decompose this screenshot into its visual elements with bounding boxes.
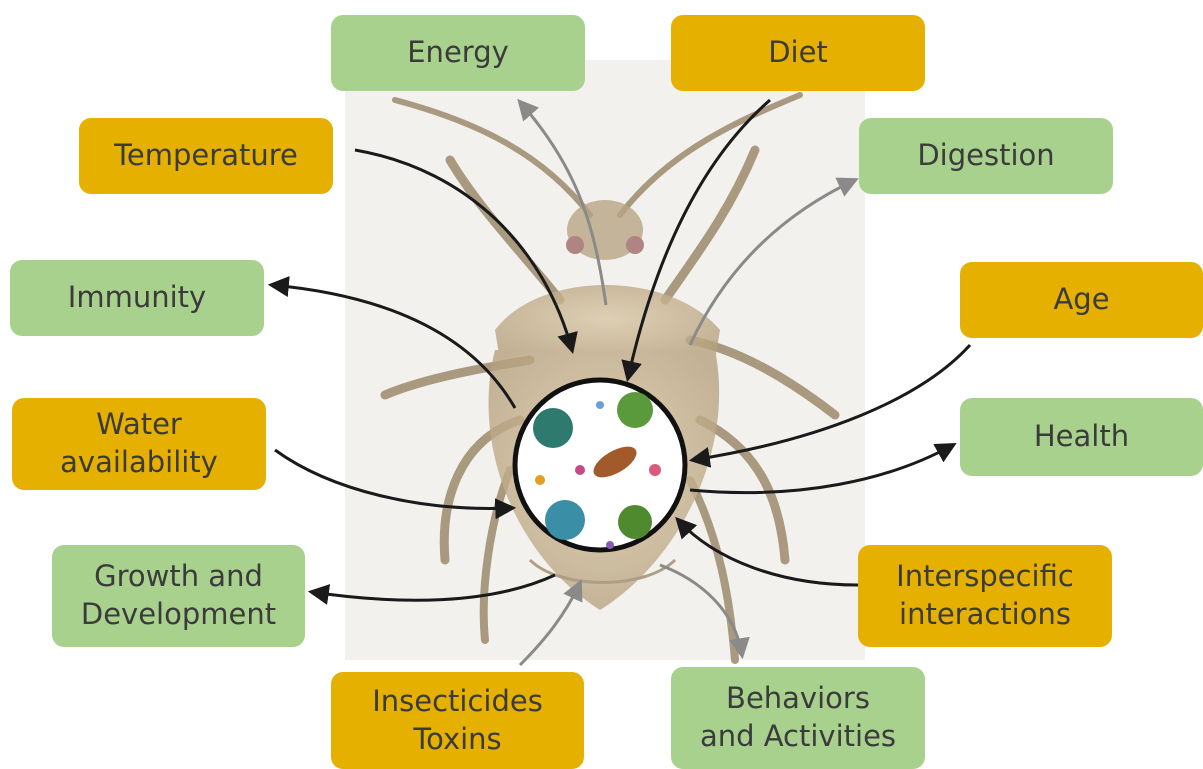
factor-energy: Energy	[331, 15, 585, 91]
factor-digestion-label: Digestion	[917, 137, 1054, 175]
factor-water-label-line1: Water	[60, 406, 218, 444]
factor-growth-development: Growth and Development	[52, 545, 305, 647]
factor-behaviors-activities: Behaviors and Activities	[671, 667, 925, 769]
factor-digestion: Digestion	[859, 118, 1113, 194]
factor-temperature-label: Temperature	[114, 137, 298, 175]
factor-immunity: Immunity	[10, 260, 264, 336]
factor-behaviors-label-line2: and Activities	[700, 718, 896, 756]
microbiome-circle	[515, 380, 685, 550]
factor-diet-label: Diet	[768, 34, 828, 72]
factor-interspecific-interactions: Interspecific interactions	[858, 545, 1112, 647]
factor-insecticides-label-line2: Toxins	[372, 721, 543, 759]
factor-interspecific-label-line2: interactions	[896, 596, 1074, 634]
factor-growth-label-line2: Development	[81, 596, 276, 634]
factor-energy-label: Energy	[407, 34, 509, 72]
factor-diet: Diet	[671, 15, 925, 91]
factor-water-availability: Water availability	[12, 398, 266, 490]
factor-behaviors-label-line1: Behaviors	[700, 680, 896, 718]
factor-insecticides-label-line1: Insecticides	[372, 683, 543, 721]
factor-health: Health	[960, 398, 1203, 476]
factor-insecticides-toxins: Insecticides Toxins	[331, 672, 584, 769]
factor-age-label: Age	[1053, 281, 1109, 319]
factor-immunity-label: Immunity	[68, 279, 206, 317]
factor-growth-label-line1: Growth and	[81, 558, 276, 596]
factor-age: Age	[960, 262, 1203, 338]
factor-health-label: Health	[1034, 418, 1129, 456]
factor-interspecific-label-line1: Interspecific	[896, 558, 1074, 596]
factor-water-label-line2: availability	[60, 444, 218, 482]
factor-temperature: Temperature	[79, 118, 333, 194]
